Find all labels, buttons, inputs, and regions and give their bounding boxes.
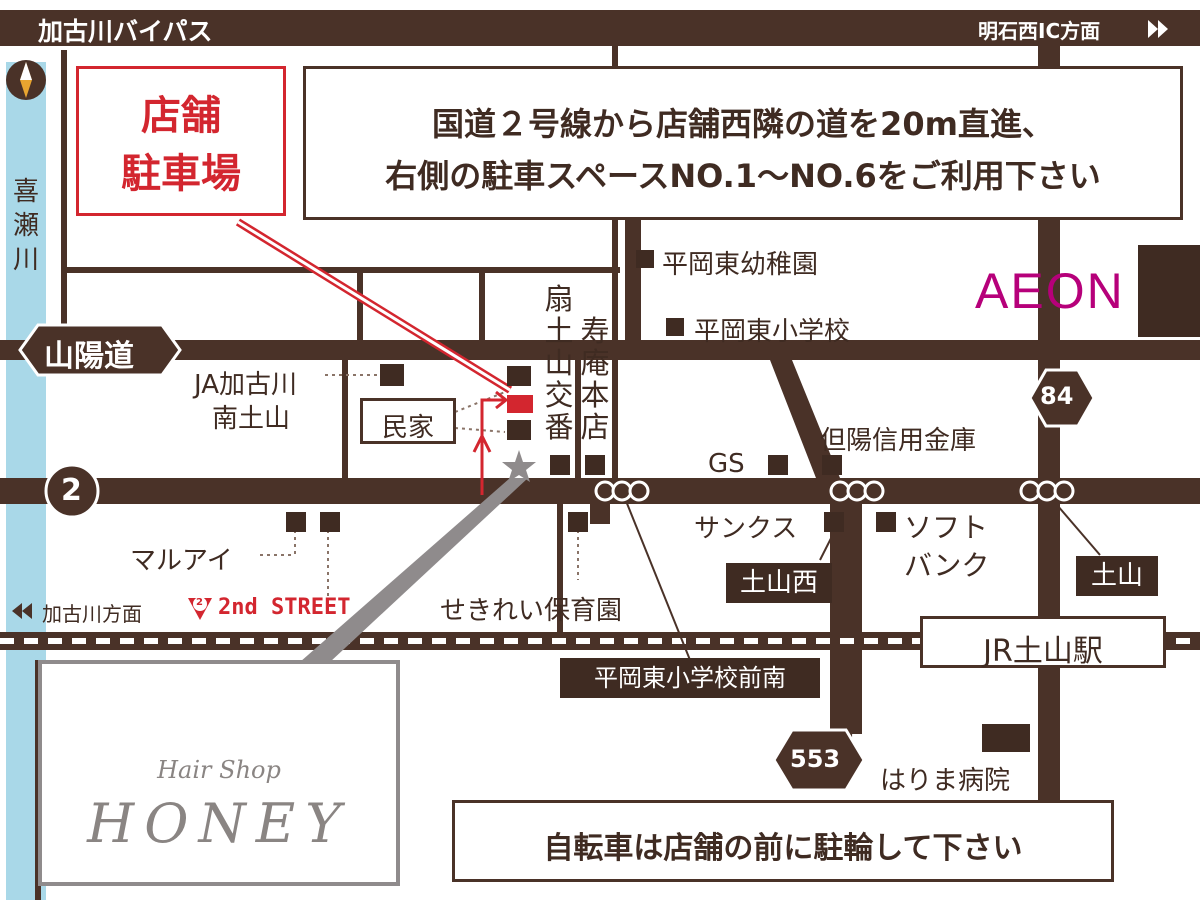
maruai-building-b bbox=[320, 512, 340, 532]
sunkus-label: サンクス bbox=[694, 514, 798, 544]
sunkus-building bbox=[824, 512, 844, 532]
route2-shield bbox=[44, 463, 100, 519]
kindergarten-label: 平岡東幼稚園 bbox=[662, 250, 819, 280]
shop-star bbox=[502, 450, 536, 482]
harima-label: はりま病院 bbox=[880, 766, 1011, 796]
softbank-label-1: ソフト bbox=[904, 511, 989, 544]
building-upper bbox=[507, 366, 531, 386]
elementary-label: 平岡東小学校 bbox=[694, 317, 851, 347]
route553-label: 553 bbox=[790, 745, 841, 773]
rewind-icon bbox=[12, 603, 32, 619]
bicycle-note: 自転車は店舗の前に駐輪して下さい bbox=[543, 831, 1023, 866]
minka-label: 民家 bbox=[381, 413, 434, 443]
sekirei-label: せきれい保育園 bbox=[440, 596, 623, 626]
route84-label: 84 bbox=[1040, 382, 1074, 410]
road-upper-right bbox=[625, 215, 641, 340]
bicycle-note-box: 自転車は店舗の前に駐輪して下さい bbox=[452, 800, 1114, 882]
aeon-logo: AEON bbox=[975, 263, 1125, 319]
route84-shield bbox=[1028, 368, 1096, 428]
shop-subtitle: Hair Shop bbox=[157, 756, 281, 784]
parking-marker bbox=[507, 395, 533, 413]
compass-icon bbox=[6, 60, 46, 100]
parking-arrow bbox=[235, 218, 513, 495]
fast-forward-icon bbox=[1148, 20, 1168, 38]
sanyodo-sign bbox=[18, 323, 182, 377]
parking-title-line1: 店舗 bbox=[141, 93, 221, 139]
tajima-label: 但陽信用金庫 bbox=[820, 426, 977, 456]
signal-tsuchiyama bbox=[1019, 480, 1075, 502]
intersection-tsuchiyama-nishi: 土山西 bbox=[726, 563, 832, 603]
river-label: 喜瀬川 bbox=[12, 177, 39, 275]
signal-tsuchiyama-nishi bbox=[829, 480, 885, 502]
kakogawa-direction-label: 加古川方面 bbox=[42, 602, 142, 626]
maruai-label: マルアイ bbox=[130, 546, 233, 576]
second-street-logo-num: 2 bbox=[196, 597, 203, 608]
aeon-building bbox=[1138, 245, 1200, 337]
ja-label-2: 南土山 bbox=[212, 404, 291, 434]
softbank-building bbox=[876, 512, 896, 532]
leader-lines bbox=[260, 374, 579, 600]
tajima-building bbox=[822, 455, 842, 475]
traffic-signals bbox=[594, 480, 1075, 502]
elementary-building bbox=[666, 318, 684, 336]
harima-building bbox=[982, 724, 1030, 752]
shop-callout bbox=[300, 478, 528, 662]
station-label: JR土山駅 bbox=[983, 634, 1103, 669]
second-street-label: 2nd STREET bbox=[218, 595, 351, 620]
gs-building bbox=[768, 455, 788, 475]
minka-box: 民家 bbox=[360, 398, 456, 444]
parking-title-line2: 駐車場 bbox=[121, 151, 241, 197]
kindergarten-building bbox=[636, 250, 654, 268]
intersection-tsuchiyama: 土山 bbox=[1076, 556, 1158, 596]
second-street-logo-icon bbox=[188, 597, 212, 620]
ja-building bbox=[380, 364, 404, 386]
maruai-building-a bbox=[286, 512, 306, 532]
building-koban-b bbox=[585, 455, 605, 475]
bypass-direction-label: 明石西IC方面 bbox=[978, 19, 1101, 43]
softbank-label-2: バンク bbox=[904, 549, 990, 582]
instructions-line1: 国道２号線から店舗西隣の道を20m直進、 bbox=[432, 105, 1054, 143]
jyuan-label: 寿庵本店 bbox=[580, 314, 610, 444]
instructions-line2: 右側の駐車スペースNO.1～NO.6をご利用下さい bbox=[385, 157, 1101, 195]
route553-shield bbox=[772, 728, 866, 792]
koban-label: 扇土山交番 bbox=[544, 282, 574, 444]
station-box: JR土山駅 bbox=[920, 616, 1166, 669]
shop-box: Hair Shop HONEY bbox=[38, 660, 400, 886]
parking-box: 店舗 駐車場 bbox=[76, 66, 286, 216]
instructions-box: 国道２号線から店舗西隣の道を20m直進、 右側の駐車スペースNO.1～NO.6を… bbox=[303, 66, 1183, 220]
bypass-label: 加古川バイパス bbox=[38, 17, 213, 46]
route2-label: 2 bbox=[61, 473, 82, 508]
ja-label: JA加古川 bbox=[194, 370, 297, 400]
intersection-hiraoka-minami: 平岡東小学校前南 bbox=[560, 658, 820, 698]
railway bbox=[0, 632, 1200, 650]
gs-label: GS bbox=[708, 449, 745, 479]
shop-name: HONEY bbox=[87, 792, 351, 855]
sekirei-building bbox=[568, 512, 588, 532]
building-lower bbox=[507, 420, 531, 440]
sanyodo-label: 山陽道 bbox=[44, 339, 134, 374]
signal-hiraoka-minami bbox=[594, 480, 650, 502]
building-koban-a bbox=[550, 455, 570, 475]
